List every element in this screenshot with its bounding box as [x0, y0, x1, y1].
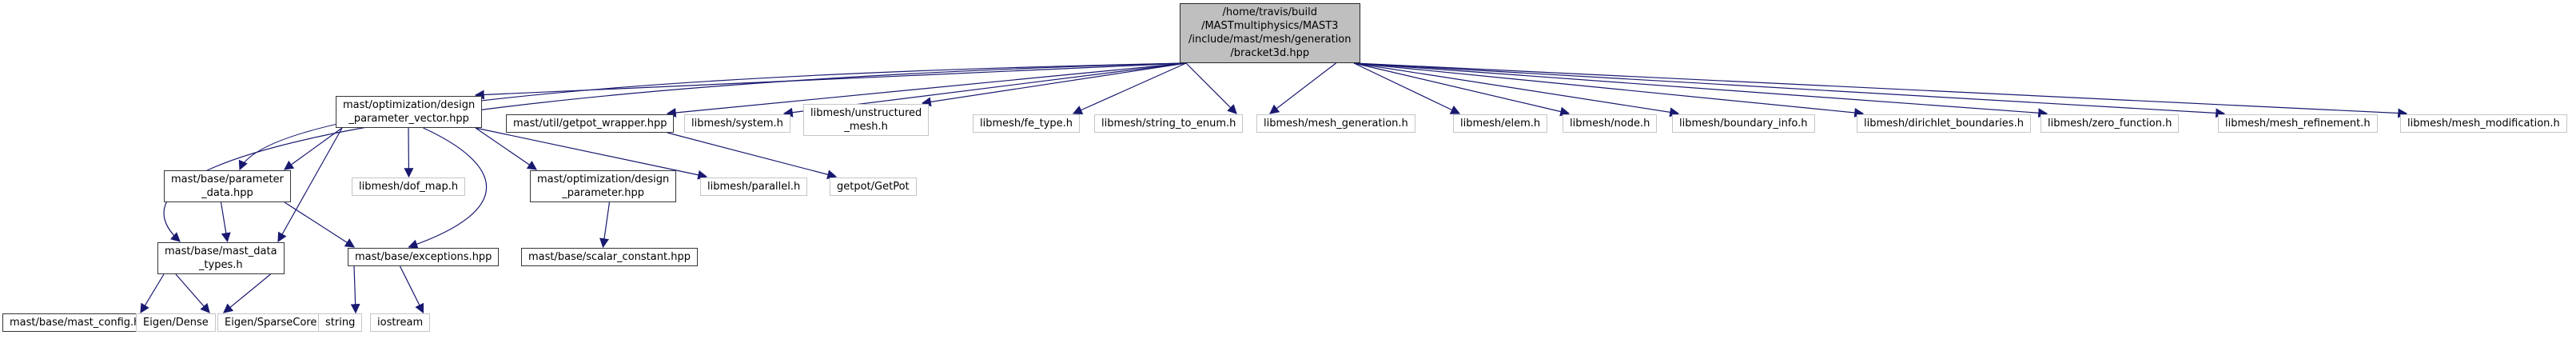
node-zerofn: libmesh/zero_function.h	[2040, 114, 2180, 134]
edge-root-parameter_data	[238, 62, 1187, 171]
edge-exceptions-string	[350, 265, 360, 314]
node-string: string	[318, 313, 363, 333]
edge-root-dirichlet	[1353, 62, 1865, 118]
node-getpot_wrapper[interactable]: mast/util/getpot_wrapper.hpp	[506, 114, 675, 134]
node-elem: libmesh/elem.h	[1453, 114, 1548, 134]
edge-root-fe_type	[1072, 62, 1187, 115]
edge-root-getpot_wrapper	[666, 62, 1187, 118]
node-system: libmesh/system.h	[684, 114, 790, 134]
edge-dpv-design_parameter	[475, 127, 537, 170]
edge-root-refinement	[1353, 62, 2226, 118]
node-binfo: libmesh/boundary_info.h	[1672, 114, 1815, 134]
edge-mast_data_types-eigen_dense	[175, 273, 210, 313]
node-refinement: libmesh/mesh_refinement.h	[2218, 114, 2378, 134]
edge-mast_data_types-mast_config	[140, 273, 165, 314]
edge-root-mast_data_types	[163, 62, 1187, 242]
node-dpv[interactable]: mast/optimization/design _parameter_vect…	[336, 96, 483, 129]
edge-root-elem	[1353, 62, 1461, 114]
edge-root-zerofn	[1353, 62, 2048, 118]
edge-design_parameter-scalar_constant	[599, 201, 611, 249]
node-fe_type: libmesh/fe_type.h	[973, 114, 1081, 134]
node-parameter_data[interactable]: mast/base/parameter _data.hpp	[164, 170, 291, 203]
node-node: libmesh/node.h	[1563, 114, 1658, 134]
node-exceptions[interactable]: mast/base/exceptions.hpp	[348, 248, 500, 267]
edge-root-meshgen	[1269, 62, 1336, 114]
node-mast_config[interactable]: mast/base/mast_config.h	[2, 313, 148, 333]
node-mast_data_types[interactable]: mast/base/mast_data _types.h	[157, 242, 285, 275]
edge-parameter_data-exceptions	[284, 201, 356, 248]
edge-dpv-exceptions	[408, 127, 488, 249]
node-umesh: libmesh/unstructured _mesh.h	[803, 104, 930, 137]
node-s2e: libmesh/string_to_enum.h	[1094, 114, 1244, 134]
edge-mast_data_types-eigen_sparse	[223, 273, 271, 313]
node-modification: libmesh/mesh_modification.h	[2400, 114, 2567, 134]
node-dirichlet: libmesh/dirichlet_boundaries.h	[1857, 114, 2031, 134]
edge-root-node	[1353, 62, 1571, 117]
edge-dpv-dof_map	[404, 127, 414, 178]
edge-dpv-parallel	[475, 127, 708, 180]
edge-exceptions-iostream	[399, 265, 424, 314]
node-scalar_constant[interactable]: mast/base/scalar_constant.hpp	[521, 248, 698, 267]
node-root: /home/travis/build /MASTmultiphysics/MAS…	[1180, 3, 1360, 63]
node-parallel: libmesh/parallel.h	[700, 177, 808, 197]
edge-parameter_data-mast_data_types	[220, 201, 231, 243]
edge-dpv-parameter_data	[284, 127, 343, 170]
node-meshgen: libmesh/mesh_generation.h	[1256, 114, 1415, 134]
node-eigen_sparse: Eigen/SparseCore	[217, 313, 324, 333]
node-iostream: iostream	[370, 313, 431, 333]
edge-getpot_wrapper-getpot	[667, 132, 838, 180]
edge-root-s2e	[1185, 62, 1237, 114]
edge-root-modification	[1353, 62, 2408, 118]
edge-dpv-mast_data_types	[277, 127, 343, 243]
node-dof_map: libmesh/dof_map.h	[352, 177, 466, 197]
node-getpot: getpot/GetPot	[830, 177, 917, 197]
node-design_parameter[interactable]: mast/optimization/design _parameter.hpp	[530, 170, 677, 203]
edge-root-binfo	[1353, 62, 1680, 118]
edge-root-umesh	[921, 62, 1187, 107]
node-eigen_dense: Eigen/Dense	[136, 313, 216, 333]
